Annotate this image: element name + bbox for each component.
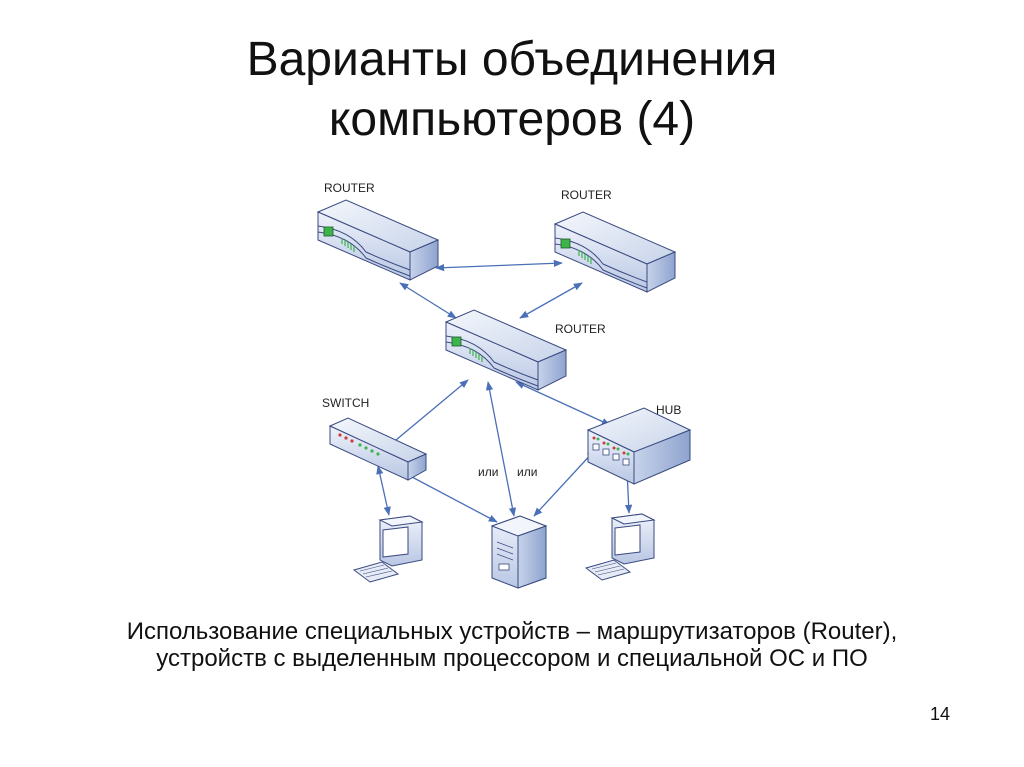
router-center-icon xyxy=(444,309,568,391)
router-right-label: ROUTER xyxy=(561,188,612,202)
slide-caption: Использование специальных устройств – ма… xyxy=(0,618,1024,672)
link-router-left-center xyxy=(399,282,457,319)
caption-line-2: устройств с выделенным процессором и спе… xyxy=(156,645,868,672)
or-label-left: или xyxy=(478,465,498,479)
router-left-label: ROUTER xyxy=(324,181,375,195)
slide-title: Варианты объединения компьютеров (4) xyxy=(0,30,1024,150)
link-center-hub xyxy=(515,381,611,426)
hub-label: HUB xyxy=(656,403,681,417)
router-center-label: ROUTER xyxy=(555,322,606,336)
switch-label: SWITCH xyxy=(322,396,369,410)
link-router-right-center xyxy=(519,282,583,319)
computer-left-icon xyxy=(352,515,424,583)
link-switch-pc xyxy=(376,465,391,516)
or-label-right: или xyxy=(517,465,537,479)
caption-line-1: Использование специальных устройств – ма… xyxy=(126,618,898,645)
hub-icon xyxy=(586,407,692,485)
router-left-icon xyxy=(316,199,440,281)
connections xyxy=(376,259,633,523)
link-center-server xyxy=(485,381,517,517)
link-hub-server xyxy=(533,449,596,517)
link-router-left-right xyxy=(435,259,563,272)
switch-icon xyxy=(328,417,428,481)
title-line-2: компьютеров (4) xyxy=(328,93,696,146)
title-line-1: Варианты объединения xyxy=(246,33,778,86)
server-icon xyxy=(490,515,548,589)
page-number: 14 xyxy=(930,704,951,724)
computer-right-icon xyxy=(584,513,656,581)
router-right-icon xyxy=(553,211,677,293)
